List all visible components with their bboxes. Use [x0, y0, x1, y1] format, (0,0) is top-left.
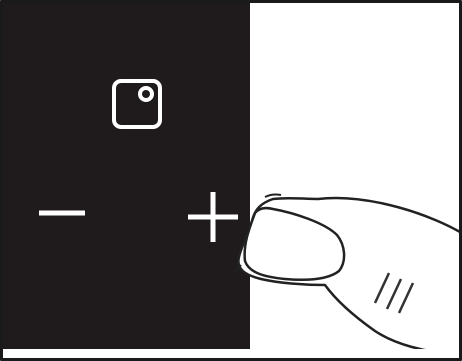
finger-press-icon [3, 3, 462, 361]
bottom-margin [3, 349, 459, 361]
